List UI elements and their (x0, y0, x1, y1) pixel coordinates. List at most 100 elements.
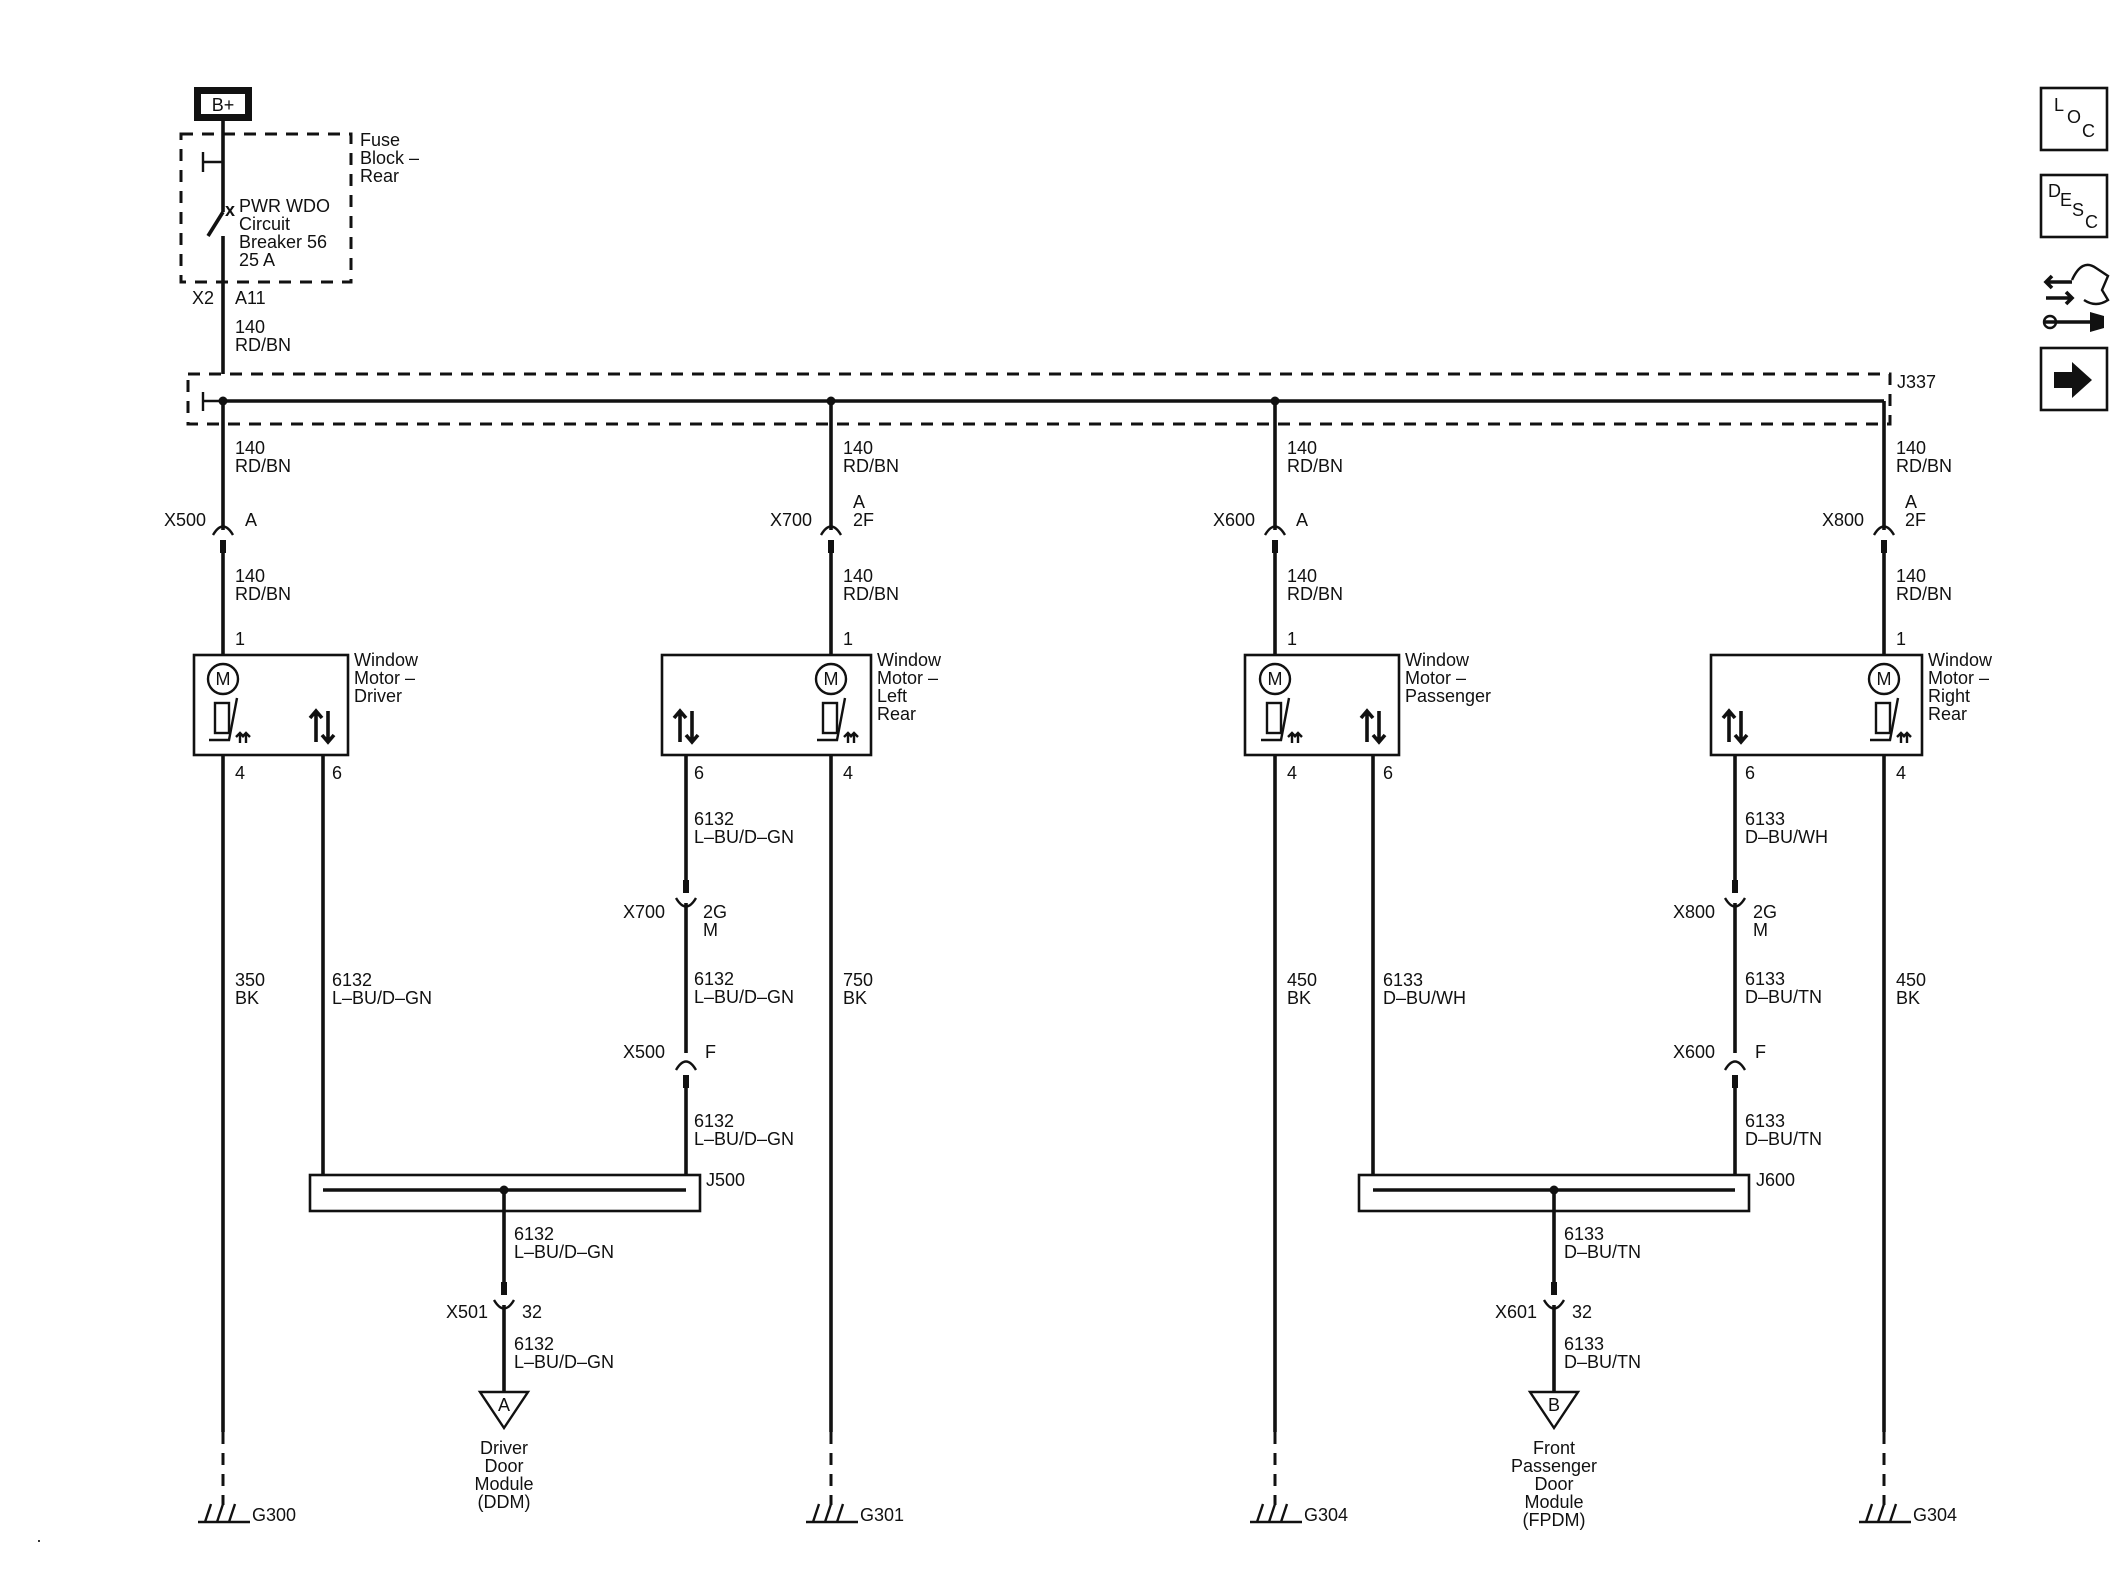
motor-symbol-driver (206, 662, 240, 696)
fuse-block-connector-symbol (201, 152, 223, 172)
connector-tools-icon[interactable] (2042, 263, 2110, 332)
svg-text:M: M (216, 669, 231, 689)
svg-text:E: E (2060, 190, 2072, 210)
svg-text:A: A (498, 1395, 510, 1415)
svg-text:RD/BN: RD/BN (1287, 584, 1343, 604)
connector-x800-2g-label: X800 (1673, 902, 1715, 922)
svg-text:J500: J500 (706, 1170, 745, 1190)
svg-text:4: 4 (843, 763, 853, 783)
svg-text:Right: Right (1928, 686, 1970, 706)
svg-text:1: 1 (843, 629, 853, 649)
svg-text:M: M (824, 669, 839, 689)
svg-text:RD/BN: RD/BN (1287, 456, 1343, 476)
svg-text:O: O (2067, 107, 2081, 127)
motor-symbol-left-rear (814, 662, 848, 696)
connector-x500-f-label: X500 (623, 1042, 665, 1062)
fuse-block-pin: A11 (235, 288, 266, 308)
svg-text:Motor –: Motor – (1928, 668, 1989, 688)
branch-left-rear: 140 RD/BN X700 A 2F 140 RD/BN 1 M Window… (660, 396, 942, 1525)
svg-text:A: A (245, 510, 257, 530)
window-motor-passenger (1243, 653, 1401, 757)
svg-text:RD/BN: RD/BN (843, 456, 899, 476)
svg-text:6132: 6132 (332, 970, 372, 990)
reference-triangle-a (477, 1390, 531, 1431)
circuit-breaker-symbol (206, 211, 225, 237)
svg-text:F: F (705, 1042, 716, 1062)
svg-text:RD/BN: RD/BN (1896, 456, 1952, 476)
ground-g304-b: G304 (1913, 1505, 1957, 1525)
svg-text:4: 4 (1896, 763, 1906, 783)
position-sensor-right-rear (1874, 701, 1892, 735)
svg-text:D–BU/WH: D–BU/WH (1745, 827, 1828, 847)
branch-passenger: 140 RD/BN X600 A 140 RD/BN 1 M Window Mo… (1213, 396, 1491, 1525)
inline-connector-x500: X500 (164, 510, 206, 530)
svg-text:6133: 6133 (1745, 969, 1785, 989)
svg-text:6133: 6133 (1564, 1334, 1604, 1354)
driver-door-module-label: Driver Door Module (DDM) (474, 1438, 533, 1512)
svg-text:A: A (1905, 492, 1917, 512)
svg-text:450: 450 (1896, 970, 1926, 990)
svg-text:140: 140 (1896, 566, 1926, 586)
svg-text:L–BU/D–GN: L–BU/D–GN (514, 1242, 614, 1262)
svg-text:D–BU/TN: D–BU/TN (1564, 1242, 1641, 1262)
svg-text:2G: 2G (703, 902, 727, 922)
svg-text:6132: 6132 (514, 1224, 554, 1244)
svg-text:x: x (225, 200, 235, 220)
svg-text:140: 140 (843, 566, 873, 586)
fuse-block-label: Fuse Block – Rear (360, 130, 419, 186)
svg-text:M: M (703, 920, 718, 940)
connector-x600-f-label: X600 (1673, 1042, 1715, 1062)
svg-text:F: F (1755, 1042, 1766, 1062)
svg-text:D–BU/TN: D–BU/TN (1745, 1129, 1822, 1149)
svg-text:6: 6 (694, 763, 704, 783)
ground-g300: G300 (252, 1505, 296, 1525)
svg-text:350: 350 (235, 970, 265, 990)
svg-text:Window: Window (354, 650, 419, 670)
inline-connector-x500-symbol (211, 525, 235, 536)
next-page-button[interactable] (2039, 346, 2109, 412)
svg-text:1: 1 (1896, 629, 1906, 649)
inline-connector-x700-symbol (819, 525, 843, 536)
svg-text:Module: Module (1524, 1492, 1583, 1512)
inline-connector-x600: X600 (1213, 510, 1255, 530)
svg-text:Passenger: Passenger (1405, 686, 1491, 706)
up-down-arrows-passenger (1359, 708, 1387, 745)
svg-text:6132: 6132 (514, 1334, 554, 1354)
circuit-breaker-label: PWR WDO Circuit Breaker 56 25 A (239, 196, 330, 270)
connector-x501-label: X501 (446, 1302, 488, 1322)
inline-connector-x800-symbol (1872, 525, 1896, 536)
svg-text:RD/BN: RD/BN (235, 584, 291, 604)
description-button[interactable]: D E S C (2039, 173, 2109, 239)
svg-text:6: 6 (332, 763, 342, 783)
svg-text:Module: Module (474, 1474, 533, 1494)
svg-text:6: 6 (1383, 763, 1393, 783)
branch-right-rear: 140 RD/BN X800 A 2F 140 RD/BN 1 M Window… (1709, 401, 1993, 1525)
svg-text:BK: BK (1287, 988, 1311, 1008)
svg-text:25 A: 25 A (239, 250, 275, 270)
arrow-right-icon (2054, 362, 2092, 398)
up-down-arrows-right-rear (1721, 708, 1749, 745)
connector-x700-2g-label: X700 (623, 902, 665, 922)
svg-text:6133: 6133 (1745, 809, 1785, 829)
svg-text:Door: Door (1534, 1474, 1573, 1494)
svg-text:L–BU/D–GN: L–BU/D–GN (694, 827, 794, 847)
svg-text:4: 4 (235, 763, 245, 783)
svg-text:Rear: Rear (877, 704, 916, 724)
svg-text:32: 32 (522, 1302, 542, 1322)
window-motor-driver (192, 653, 350, 757)
location-button[interactable]: L O C (2039, 86, 2109, 152)
svg-text:M: M (1268, 669, 1283, 689)
svg-text:PWR WDO: PWR WDO (239, 196, 330, 216)
passenger-signal-network: 6133 D–BU/WH 6133 D–BU/WH X800 2G M 6133… (1357, 755, 1828, 1530)
svg-text:6133: 6133 (1383, 970, 1423, 990)
svg-text:6: 6 (1745, 763, 1755, 783)
svg-text:Rear: Rear (1928, 704, 1967, 724)
svg-text:2F: 2F (853, 510, 874, 530)
svg-text:6132: 6132 (694, 1111, 734, 1131)
svg-text:Window: Window (1405, 650, 1470, 670)
svg-text:2F: 2F (1905, 510, 1926, 530)
svg-text:Left: Left (877, 686, 907, 706)
svg-text:RD/BN: RD/BN (1896, 584, 1952, 604)
